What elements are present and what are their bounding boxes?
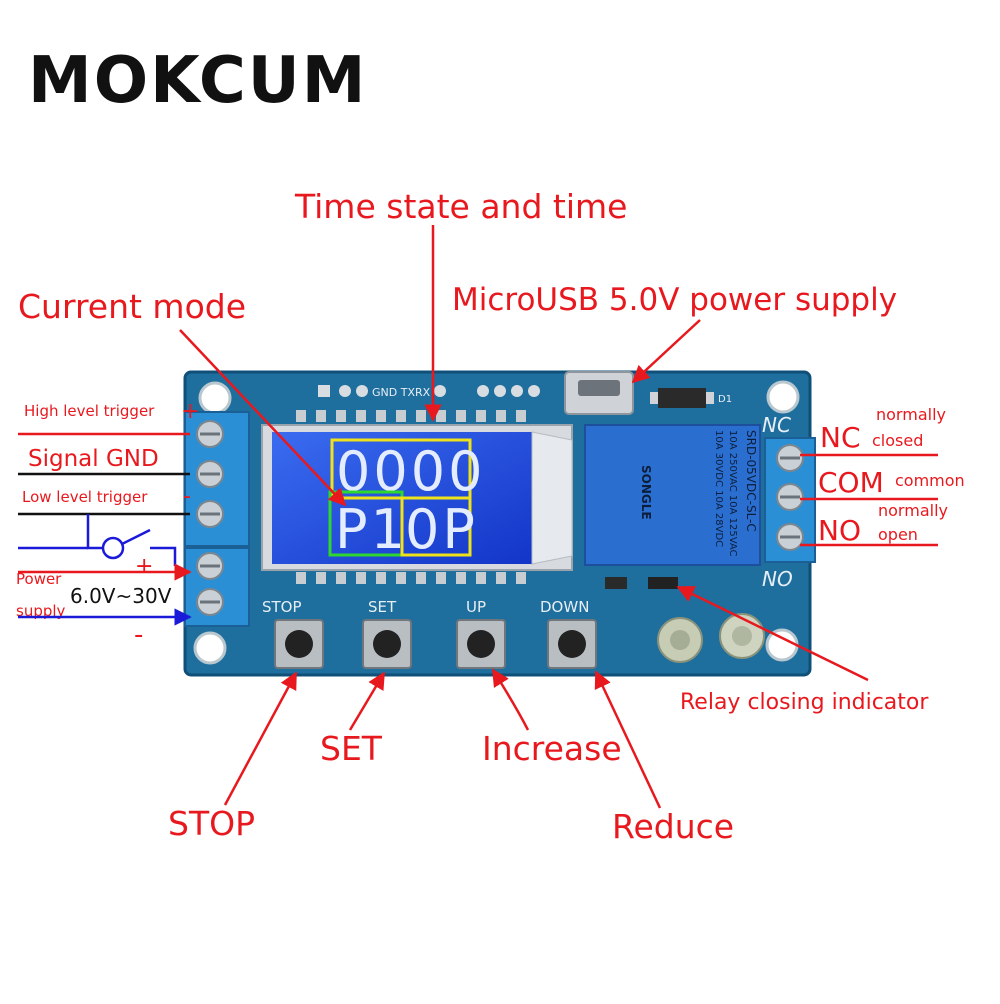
lcd-mode-digits: P1 <box>335 498 408 561</box>
board-label-set: SET <box>368 598 397 616</box>
callout-power-supply-2: supply <box>16 602 66 620</box>
arrow-set <box>348 671 386 731</box>
callout-set: SET <box>320 729 383 768</box>
callout-stop: STOP <box>168 804 255 843</box>
callout-com-desc: common <box>895 471 965 490</box>
relay-rating-1: 10A 250VAC 10A 125VAC <box>727 430 738 557</box>
callout-com: COM <box>818 466 884 499</box>
pcb-board: GND TXRX 0000 P1 0P <box>183 370 816 677</box>
lcd-pins-bottom <box>296 572 526 584</box>
diode-d1: D1 <box>650 388 732 408</box>
callout-no-desc-1: normally <box>878 501 948 520</box>
relay-terminal-block <box>764 437 816 563</box>
serial-header: GND TXRX <box>318 385 540 399</box>
board-label-up: UP <box>466 598 486 616</box>
d1-label: D1 <box>718 394 732 405</box>
down-button[interactable] <box>547 619 597 669</box>
microusb-port <box>564 371 634 415</box>
up-button[interactable] <box>456 619 506 669</box>
arrow-increase <box>491 668 530 731</box>
callout-low-trigger: Low level trigger <box>22 488 148 506</box>
stop-button[interactable] <box>274 619 324 669</box>
relay: SRD-05VDC-SL-C 10A 250VAC 10A 125VAC 10A… <box>584 413 793 591</box>
arrow-current-mode <box>179 329 347 507</box>
relay-model: SRD-05VDC-SL-C <box>744 430 758 532</box>
relay-no-label: NO <box>762 567 793 591</box>
callout-increase: Increase <box>482 729 622 768</box>
high-trigger-plus: + <box>181 399 199 424</box>
mounting-hole <box>765 628 799 662</box>
relay-nc-label: NC <box>762 413 791 437</box>
arrow-reduce <box>594 670 662 809</box>
callout-current-mode: Current mode <box>18 287 246 326</box>
arrow-relay-indicator <box>676 585 869 682</box>
input-terminal-block <box>184 411 250 547</box>
board-label-down: DOWN <box>540 598 589 616</box>
relay-brand: SONGLE <box>639 465 653 520</box>
mounting-hole <box>766 380 800 414</box>
lcd-time-digits: 0000 <box>336 440 485 503</box>
callout-high-trigger: High level trigger <box>24 402 155 420</box>
mounting-hole <box>198 381 232 415</box>
callout-nc: NC <box>820 421 861 454</box>
power-minus-sign: - <box>134 620 143 650</box>
relay-rating-2: 10A 30VDC 10A 28VDC <box>713 430 724 547</box>
lcd-display: 0000 P1 0P <box>261 424 573 571</box>
callout-no: NO <box>818 514 861 547</box>
callout-nc-desc-2: closed <box>872 431 923 450</box>
low-trigger-minus: - <box>183 484 191 509</box>
set-button[interactable] <box>362 619 412 669</box>
lcd-state-digits: 0P <box>405 498 478 561</box>
arrow-stop <box>223 671 298 806</box>
callout-relay-indicator: Relay closing indicator <box>680 690 929 715</box>
callout-signal-gnd: Signal GND <box>28 446 159 472</box>
state-highlight-box <box>400 496 472 557</box>
brand-logo: MOKCUM <box>28 44 367 118</box>
callout-power-supply-1: Power <box>16 570 62 588</box>
arrow-usb-power <box>631 319 701 384</box>
board-label-stop: STOP <box>262 598 302 616</box>
header-label: GND TXRX <box>372 386 431 399</box>
trigger-switch-icon <box>18 514 177 566</box>
callout-voltage-range: 6.0V~30V <box>70 584 172 608</box>
relay-indicator-led <box>648 577 678 589</box>
power-terminal-block <box>184 547 250 627</box>
callout-usb-power: MicroUSB 5.0V power supply <box>452 282 897 318</box>
capacitors <box>657 613 765 663</box>
power-plus-sign: + <box>135 554 153 579</box>
callout-no-desc-2: open <box>878 525 918 544</box>
callout-time-state: Time state and time <box>294 187 627 226</box>
mounting-hole <box>193 631 227 665</box>
callout-reduce: Reduce <box>612 807 734 846</box>
callout-nc-desc-1: normally <box>876 405 946 424</box>
